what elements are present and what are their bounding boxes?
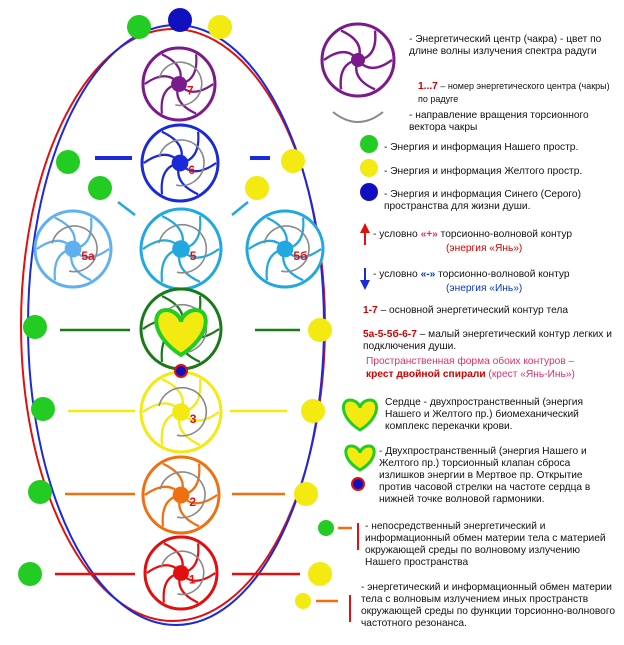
energy-source-icon: [294, 482, 318, 506]
chakra-6: 6: [140, 123, 220, 203]
legend-plus-prefix: - условно: [373, 229, 421, 240]
chakra-7: 7: [141, 46, 217, 122]
chakra-core: [172, 486, 190, 504]
legend-yellow-icon: [360, 159, 378, 177]
legend-exchange-our: - непосредственный энергетический и инфо…: [365, 521, 606, 568]
rotation-arrow: [158, 386, 208, 437]
legend-cross: крест двойной спирали (крест «Янь-Инь»): [366, 369, 618, 381]
chakra-number: 6: [188, 163, 195, 177]
rotation-arrow: [159, 471, 206, 519]
legend-small-contour: 5а-5-5б-6-7 – малый энергетический конту…: [363, 329, 618, 353]
legend-heart-desc: Сердце - двухпространственный (энергия Н…: [385, 397, 584, 432]
chakra-number: 5б: [293, 249, 307, 263]
chakra-5б: 5б: [245, 209, 325, 289]
chakra-core: [171, 154, 189, 172]
chakra-core: [172, 240, 190, 258]
legend-rotation-arrow: [332, 111, 384, 123]
chakra-number: 5а: [81, 249, 95, 263]
chakra-number: 1: [189, 572, 196, 586]
legend-valve-desc: - Двухпространственный (энергия Нашего и…: [379, 446, 591, 505]
legend-main-contour-label: 1-7: [363, 305, 378, 316]
chakra-number: 5: [190, 249, 197, 263]
legend-exchange-green-icon: [318, 520, 334, 536]
legend-minus-contour: - условно «-» торсионно-волновой контур: [373, 269, 618, 281]
rotation-arrow: [158, 61, 203, 107]
legend-green-icon: [360, 135, 378, 153]
legend-chakra-icon: [320, 22, 396, 98]
chakra-1: 1: [143, 535, 219, 611]
legend-main-contour: 1-7 – основной энергетический контур тел…: [363, 305, 618, 317]
legend-heart-icon: [341, 398, 379, 432]
legend-minus-suffix: торсионно-волновой контур: [435, 269, 570, 280]
energy-source-icon: [28, 480, 52, 504]
rotation-arrow: [263, 225, 310, 273]
legend-cross-bold: крест двойной спирали: [366, 369, 486, 380]
chakra-5: 5: [139, 207, 223, 291]
legend-spatial-form: Пространственная форма обоих контуров –: [366, 356, 575, 367]
blue-energy-icon: [168, 8, 192, 32]
energy-source-icon: [31, 397, 55, 421]
legend-plus-energy: (энергия «Янь»): [446, 243, 523, 254]
chakra-5а: 5а: [33, 209, 113, 289]
chakra-3: 3: [139, 370, 223, 454]
chakra-core: [64, 240, 82, 258]
rotation-arrow: [158, 223, 208, 274]
legend-blue-icon: [360, 183, 378, 201]
legend-rotation-desc: - направление вращения торсионного векто…: [409, 110, 589, 133]
chakra-core: [172, 403, 190, 421]
chakra-number: 7: [187, 83, 194, 97]
energy-source-icon: [245, 176, 269, 200]
legend-small-contour-desc: – малый энергетический контур легких и п…: [363, 329, 612, 352]
legend-plus-contour: - условно «+» торсионно-волновой контур: [373, 229, 618, 241]
rotation-arrow: [158, 139, 205, 187]
legend-minus-energy: (энергия «Инь»): [446, 283, 523, 294]
energy-source-icon: [88, 176, 112, 200]
legend-cross-note: (крест «Янь-Инь»): [485, 369, 575, 380]
legend-chakra-desc: - Энергетический центр (чакра) - цвет по…: [409, 34, 602, 57]
energy-source-icon: [56, 150, 80, 174]
valve-icon: [174, 364, 188, 378]
rotation-arrow: [160, 550, 205, 596]
legend-small-contour-label: 5а-5-5б-6-7: [363, 329, 417, 340]
legend-minus-prefix: - условно: [373, 269, 421, 280]
chakra-core: [173, 565, 189, 581]
energy-source-icon: [23, 315, 47, 339]
energy-flow-arrow: [231, 201, 249, 216]
legend-plus-sign: «+»: [420, 229, 438, 240]
legend-number-label: 1...7: [418, 81, 438, 92]
chakra-core: [171, 76, 187, 92]
legend-number-desc: – номер энергетического центра (чакры) п…: [418, 81, 610, 104]
legend-plus-suffix: торсионно-волновой контур: [437, 229, 573, 240]
heart-icon: [154, 307, 208, 358]
green-energy-icon: [127, 15, 151, 39]
legend-valve-heart-icon: [344, 444, 376, 472]
energy-flow-arrow: [117, 201, 136, 216]
legend-green-desc: - Энергия и информация Нашего простр.: [384, 142, 579, 153]
legend-number-row: 1...7 – номер энергетического центра (ча…: [418, 80, 614, 106]
chakra-core: [276, 240, 294, 258]
chakra-number: 3: [190, 412, 197, 426]
legend-exchange-yellow-icon: [295, 593, 311, 609]
energy-source-icon: [281, 149, 305, 173]
legend-exchange-other: - энергетический и информационный обмен …: [361, 582, 615, 629]
legend-valve-icon: [351, 477, 365, 491]
legend-minus-sign: «-»: [420, 269, 436, 280]
rotation-arrow: [51, 225, 98, 273]
legend-yellow-desc: - Энергия и информация Желтого простр.: [384, 166, 583, 177]
yellow-energy-icon: [208, 15, 232, 39]
chakra-2: 2: [141, 455, 221, 535]
energy-source-icon: [308, 318, 332, 342]
energy-source-icon: [301, 399, 325, 423]
chakra-number: 2: [189, 495, 196, 509]
legend-blue-desc: - Энергия и информация Синего (Серого) п…: [384, 189, 581, 212]
energy-source-icon: [308, 562, 332, 586]
legend-main-contour-desc: – основной энергетический контур тела: [377, 305, 569, 316]
energy-source-icon: [18, 562, 42, 586]
